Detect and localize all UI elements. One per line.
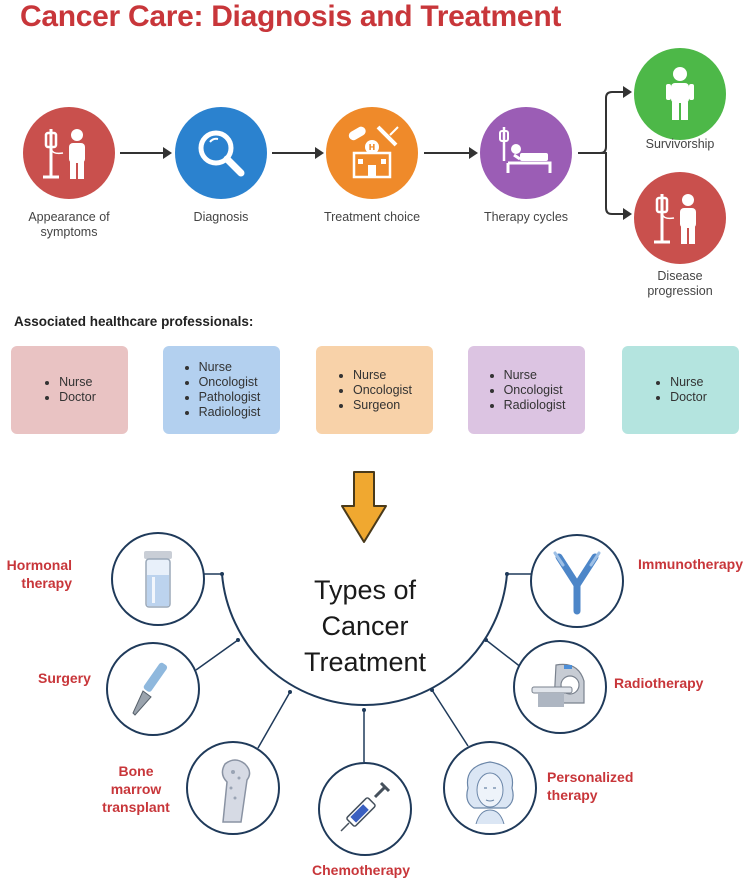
outcome-survivorship-circle (634, 48, 726, 140)
treatment-label-surgery: Surgery (38, 670, 91, 686)
down-arrow-icon (341, 471, 387, 543)
treatment-surgery-circle (106, 642, 200, 736)
outcome-label-progression: Disease progression (647, 269, 713, 298)
professionals-box-therapy-cycles: Nurse Oncologist Radiologist (468, 346, 585, 434)
hub-title-line: Types of (313, 575, 417, 605)
scalpel-icon (132, 662, 168, 716)
treatment-label-radiotherapy: Radiotherapy (614, 675, 704, 691)
treatment-hub-title: Types of Cancer Treatment (245, 572, 485, 680)
treatment-chemotherapy-circle (318, 762, 412, 856)
label-text: Bone marrow transplant (102, 763, 170, 815)
professionals-box-symptoms: Nurse Doctor (11, 346, 128, 434)
step-label-therapy-cycles: Therapy cycles (483, 210, 569, 224)
professionals-box-treatment-choice: Nurse Oncologist Surgeon (316, 346, 433, 434)
hospital-pills-icon: H (348, 125, 399, 179)
list-item: Nurse (353, 368, 412, 383)
label-text: Hormonal therapy (6, 557, 72, 591)
vial-icon (144, 551, 172, 608)
ct-scanner-icon (531, 663, 585, 707)
face-icon (466, 761, 514, 824)
iv-patient-icon (654, 194, 696, 244)
list-item: Radiologist (199, 405, 261, 420)
outcome-progression-circle (634, 172, 726, 264)
step-treatment-choice-circle: H (326, 107, 418, 199)
list-item: Pathologist (199, 390, 261, 405)
page-title: Cancer Care: Diagnosis and Treatment (20, 0, 562, 33)
treatment-label-immunotherapy: Immunotherapy (638, 556, 744, 572)
magnifier-icon (198, 130, 245, 177)
treatment-hormonal-circle (111, 532, 205, 626)
step-diagnosis-circle (175, 107, 267, 199)
list-item: Doctor (59, 390, 96, 405)
syringe-icon (340, 781, 391, 832)
step-label-diagnosis: Diagnosis (193, 210, 249, 224)
treatment-label-personalized: Personalized therapy (547, 768, 647, 804)
list-item: Nurse (504, 368, 566, 383)
svg-text:H: H (369, 143, 376, 152)
step-label-treatment-choice: Treatment choice (323, 210, 421, 224)
professionals-heading: Associated healthcare professionals: (14, 314, 254, 329)
treatment-bone-marrow-circle (186, 741, 280, 835)
label-text: Personalized therapy (547, 769, 634, 803)
person-icon (666, 67, 694, 120)
treatment-personalized-circle (443, 741, 537, 835)
step-label-symptoms: Appearance of symptoms (28, 210, 110, 239)
list-item: Oncologist (504, 383, 566, 398)
step-therapy-cycles-circle (480, 107, 572, 199)
treatment-label-bone-marrow: Bone marrow transplant (96, 762, 176, 816)
treatment-label-chemotherapy: Chemotherapy (312, 862, 411, 878)
arrow-diagnosis-to-treatment (272, 147, 324, 159)
list-item: Nurse (59, 375, 96, 390)
antibody-icon (553, 551, 601, 615)
step-symptoms-circle (23, 107, 115, 199)
list-item: Doctor (670, 390, 707, 405)
hub-title-line: Treatment (303, 647, 427, 677)
professionals-box-outcome: Nurse Doctor (622, 346, 739, 434)
arrow-treatment-to-therapy (424, 147, 478, 159)
arrow-symptoms-to-diagnosis (120, 147, 172, 159)
list-item: Nurse (199, 360, 261, 375)
iv-patient-icon (43, 129, 85, 179)
treatment-label-hormonal: Hormonal therapy (0, 556, 72, 592)
bone-icon (221, 759, 251, 823)
list-item: Radiologist (504, 398, 566, 413)
treatment-immunotherapy-circle (530, 534, 624, 628)
list-item: Oncologist (353, 383, 412, 398)
professionals-box-diagnosis: Nurse Oncologist Pathologist Radiologist (163, 346, 280, 434)
list-item: Oncologist (199, 375, 261, 390)
outcome-label-survivorship: Survivorship (645, 137, 715, 151)
hospital-bed-icon (499, 127, 552, 173)
hub-title-line: Cancer (321, 611, 409, 641)
list-item: Surgeon (353, 398, 412, 413)
list-item: Nurse (670, 375, 707, 390)
treatment-radiotherapy-circle (513, 640, 607, 734)
